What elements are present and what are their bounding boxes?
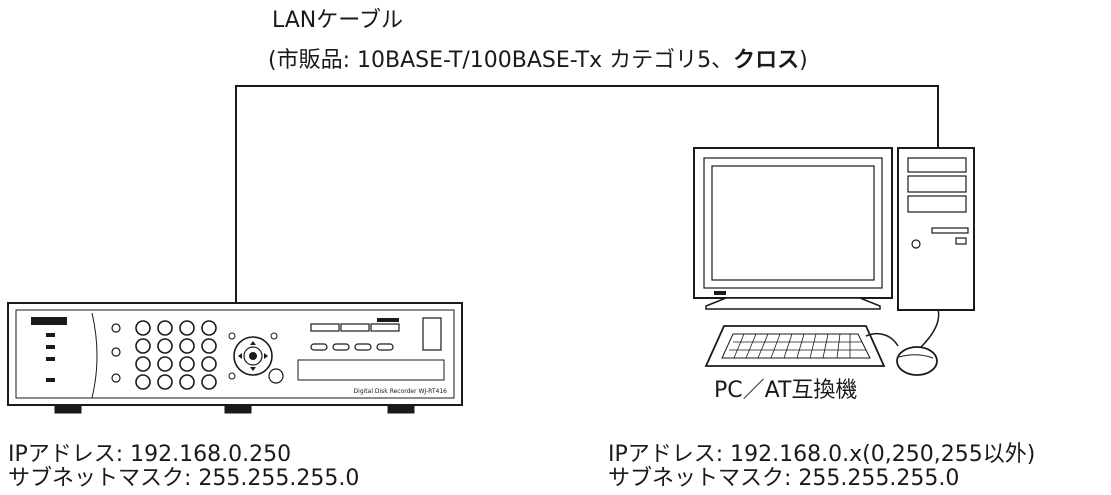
mouse-icon	[896, 346, 938, 376]
pc-subnet-mask: サブネットマスク: 255.255.255.0	[608, 466, 960, 491]
dvr-recorder-icon	[7, 302, 463, 414]
recorder-ip-address: IPアドレス: 192.168.0.250	[8, 442, 292, 467]
keyboard-icon	[704, 325, 886, 367]
cable-spec-crossover: クロス	[733, 48, 800, 73]
cable-spec-prefix: (市販品: 10BASE-T/100BASE-Tx カテゴリ5、	[268, 48, 734, 73]
recorder-model-label: Digital Disk Recorder WJ-RT416	[354, 388, 448, 395]
lan-cable-line	[235, 85, 939, 305]
mouse-cable	[920, 308, 940, 348]
keyboard-cable	[865, 332, 899, 347]
pc-ip-address: IPアドレス: 192.168.0.x(0,250,255以外)	[608, 442, 1036, 467]
recorder-subnet-mask: サブネットマスク: 255.255.255.0	[8, 466, 360, 491]
cable-spec: (市販品: 10BASE-T/100BASE-Tx カテゴリ5、クロス)	[268, 48, 808, 74]
cable-title: LANケーブル	[272, 8, 403, 33]
pc-tower-icon	[897, 147, 975, 311]
pc-label: PC／AT互換機	[714, 378, 858, 403]
monitor-icon	[693, 147, 893, 310]
cable-spec-suffix: )	[799, 48, 808, 73]
